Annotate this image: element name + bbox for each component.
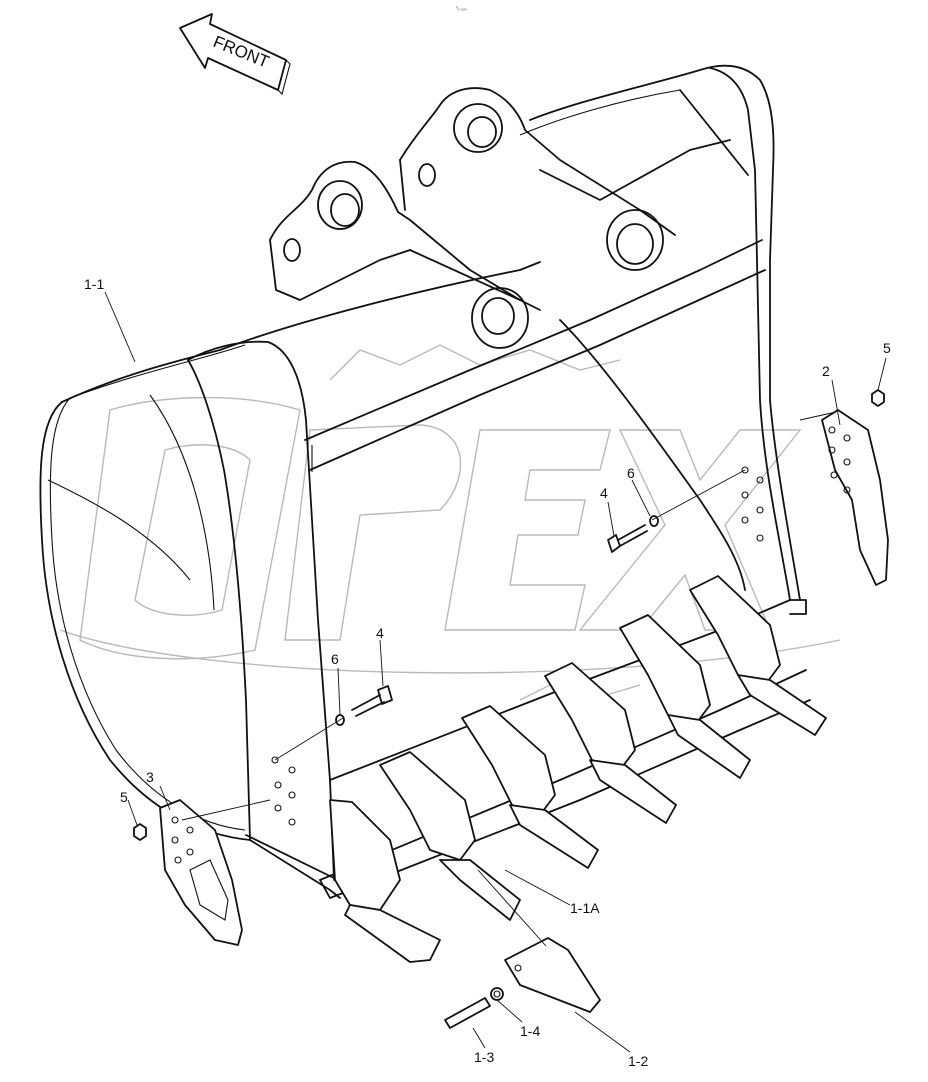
front-direction-arrow: FRONT [179,13,291,96]
bolt-upper [607,524,648,553]
tooth-6 [689,575,827,736]
label-nut-right: 5 [883,340,891,356]
label-washer-lower: 6 [331,651,339,667]
label-pin: 1-3 [474,1049,494,1065]
watermark-text: OPEX [469,547,472,549]
label-tooth-point: 1-2 [628,1053,648,1069]
exploded-tooth-point [444,937,601,1029]
leader-lines [104,291,887,1053]
label-side-cutter-left: 3 [146,769,154,785]
tooth-3 [461,705,599,869]
bucket-teeth [329,575,827,963]
tooth-4 [544,662,677,824]
label-lock-washer: 1-4 [520,1023,540,1039]
tooth-2 [379,751,521,921]
side-bolt-holes [271,466,764,826]
label-bolt-upper: 4 [600,485,608,501]
nut-left [133,823,147,841]
nut-right [871,389,885,407]
label-nut-left: 5 [120,789,128,805]
boom-mount-plates [269,87,731,349]
label-tooth-adapter: 1-1A [570,900,600,916]
label-washer-upper: 6 [627,465,635,481]
bolt-lower [351,685,393,717]
tooth-5 [619,614,751,779]
washer-upper [649,515,659,527]
bucket-body [39,64,811,899]
label-bucket: 1-1 [84,276,104,292]
side-cutter-left [159,799,243,946]
label-side-cutter-right: 2 [822,363,830,379]
side-cutter-right [821,409,889,586]
tooth-1 [329,799,441,963]
corner-mark: ⁰ₓ ₒₒₒ [456,6,467,12]
part-labels: 1-1 1-1A 1-2 1-3 1-4 2 3 4 4 5 5 6 6 [84,276,891,1069]
label-bolt-lower: 4 [376,625,384,641]
